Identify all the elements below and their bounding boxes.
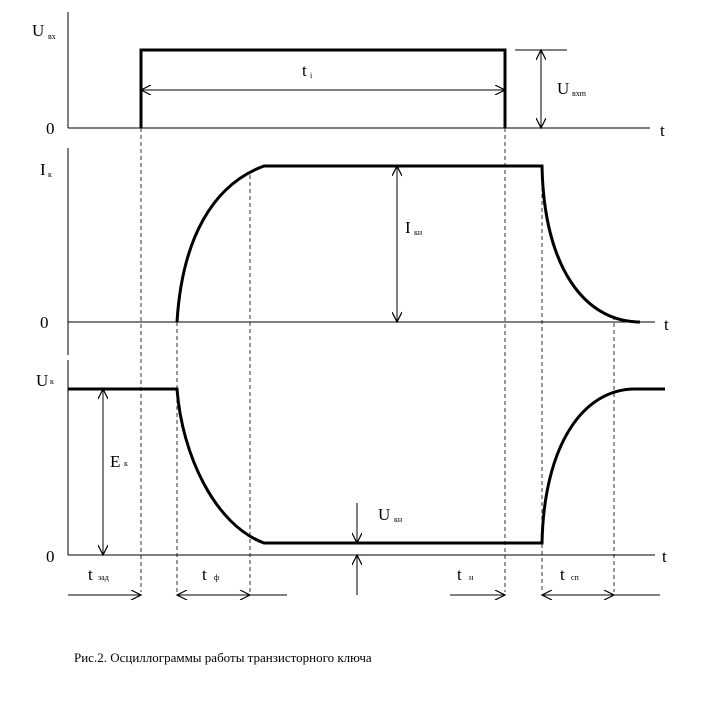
ik-label-sub: к — [48, 170, 52, 179]
uke-label-sub: кн — [394, 515, 403, 524]
input-pulse — [139, 48, 507, 128]
collector-current-curve — [175, 164, 641, 324]
ikn-label: I — [405, 218, 411, 237]
tsp-label-sub: сп — [571, 573, 580, 582]
zero-label-bot: 0 — [46, 547, 55, 566]
tzad-label: t — [88, 565, 93, 584]
ek-label: Е — [110, 452, 120, 471]
ikn-label-sub: кн — [414, 228, 423, 237]
uvxm-label: U — [557, 79, 569, 98]
t-label-mid: t — [664, 315, 669, 334]
ti-label: t — [302, 61, 307, 80]
uvx-label: U — [32, 21, 44, 40]
uvx-label-sub: вх — [48, 32, 56, 41]
tsp-label: t — [560, 565, 565, 584]
figure-caption: Рис.2. Осциллограммы работы транзисторно… — [74, 650, 372, 665]
ek-label-sub: к — [124, 459, 128, 468]
tf-label: t — [202, 565, 207, 584]
zero-label-top: 0 — [46, 119, 55, 138]
tf-label-sub: ф — [214, 573, 219, 582]
tn-label: t — [457, 565, 462, 584]
t-label-top: t — [660, 121, 665, 140]
ti-label-sub: і — [310, 71, 313, 80]
uk-label-sub: к — [50, 377, 54, 386]
zero-label-mid: 0 — [40, 313, 49, 332]
ik-label: I — [40, 160, 46, 179]
collector-voltage-curve — [68, 387, 665, 545]
tzad-label-sub: зад — [98, 573, 109, 582]
uk-label: U — [36, 371, 48, 390]
uvxm-label-sub: вхm — [572, 89, 587, 98]
t-label-bot: t — [662, 547, 667, 566]
uke-label: U — [378, 505, 390, 524]
tn-label-sub: н — [469, 573, 474, 582]
